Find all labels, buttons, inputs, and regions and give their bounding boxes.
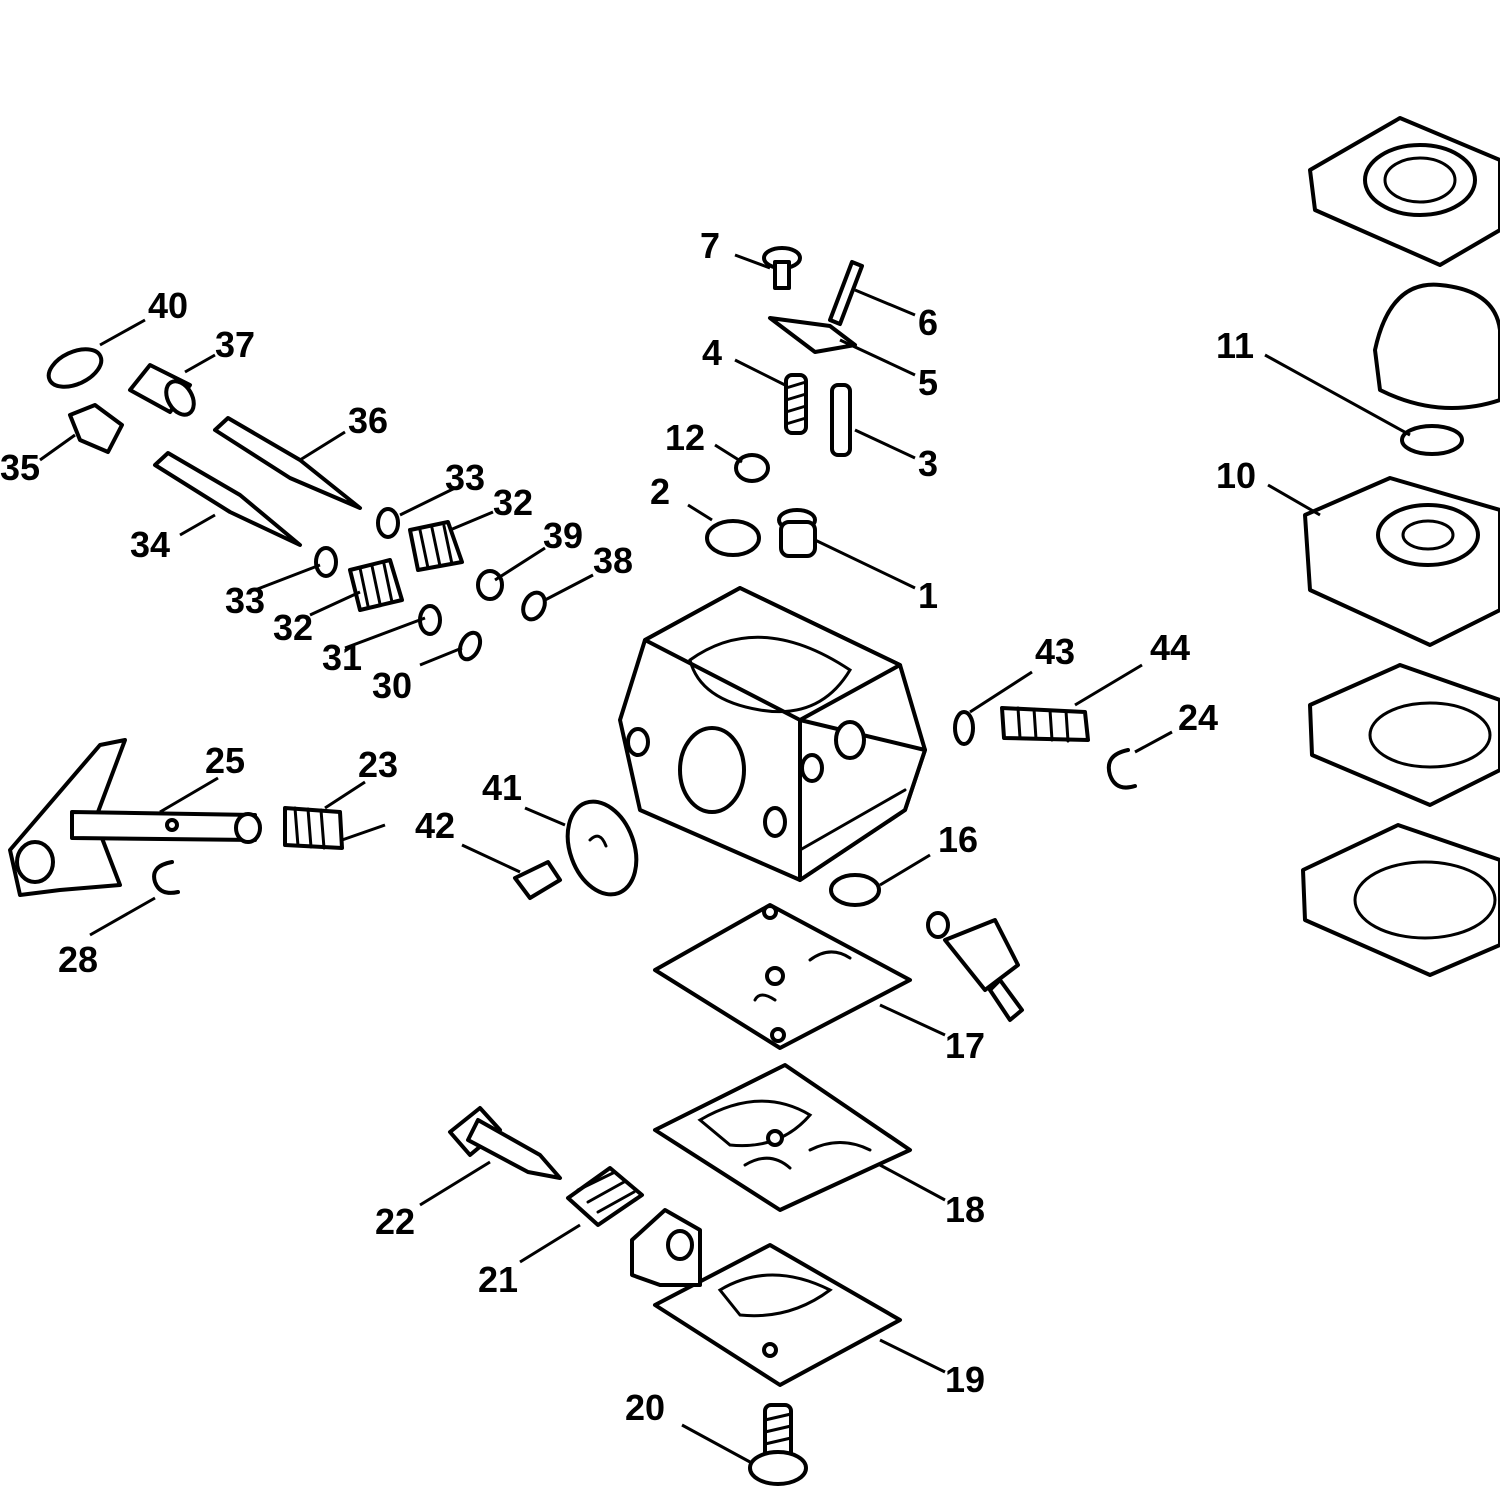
pump-diaphragm	[1308, 663, 1500, 807]
lever-5	[768, 316, 857, 354]
throttle-shaft-25	[70, 810, 262, 844]
callout-44: 44	[1150, 627, 1190, 668]
callout-17: 17	[945, 1025, 985, 1066]
spring-23	[283, 806, 386, 850]
callout-39: 39	[543, 515, 583, 556]
pump-cover	[1308, 116, 1500, 267]
cap-37	[128, 363, 196, 417]
plug-12	[734, 453, 770, 483]
inlet-needle-3	[830, 383, 852, 457]
callout-37: 37	[215, 324, 255, 365]
spring-44	[1000, 706, 1090, 743]
o-ring-38	[521, 590, 547, 622]
callout-22: 22	[375, 1201, 415, 1242]
callout-25: 25	[205, 740, 245, 781]
callout-30: 30	[372, 665, 412, 706]
callout-6: 6	[918, 302, 938, 343]
callout-38: 38	[593, 540, 633, 581]
callout-18: 18	[945, 1189, 985, 1230]
callout-35: 35	[0, 447, 40, 488]
screw-7	[762, 246, 802, 290]
washer-33a	[376, 507, 400, 539]
callout-12: 12	[665, 417, 705, 458]
o-ring-30	[457, 630, 483, 662]
adjusting-screw-36	[213, 416, 362, 510]
retainer-24	[1106, 748, 1137, 790]
callout-19: 19	[945, 1359, 985, 1400]
callout-32a: 32	[493, 482, 533, 523]
retainer-28	[152, 860, 180, 895]
fuel-fitting	[926, 911, 1024, 1022]
pin-6	[828, 260, 864, 326]
callout-11: 11	[1216, 325, 1254, 366]
spring-32b	[348, 558, 404, 612]
metering-diaphragm-18	[653, 1063, 912, 1212]
gasket-17	[653, 903, 912, 1050]
callout-21: 21	[478, 1259, 518, 1300]
metering-cover-19	[630, 1208, 902, 1387]
callout-10: 10	[1216, 455, 1256, 496]
callout-labels: 7 6 5 4 3 12 2 1 11 10 40 37 35 36 34 33…	[0, 225, 1256, 1428]
callout-1: 1	[918, 575, 938, 616]
callout-33a: 33	[445, 457, 485, 498]
screw-42	[513, 860, 562, 900]
callout-16: 16	[938, 819, 978, 860]
callout-4: 4	[702, 332, 722, 373]
screw-20	[748, 1403, 808, 1486]
strainer-16	[829, 873, 881, 907]
callout-20: 20	[625, 1387, 665, 1428]
callout-7: 7	[700, 225, 720, 266]
callout-24: 24	[1178, 697, 1218, 738]
pump-gasket	[1301, 823, 1500, 977]
primer-bulb	[1373, 282, 1500, 410]
callout-34: 34	[130, 524, 170, 565]
valve-disc	[1400, 424, 1464, 456]
ring-43	[953, 710, 975, 746]
pump-housing	[1303, 476, 1500, 647]
washer-39	[476, 569, 504, 601]
callout-43: 43	[1035, 631, 1075, 672]
callout-23: 23	[358, 744, 398, 785]
callout-42: 42	[415, 805, 455, 846]
choke-disc-41	[565, 799, 639, 897]
washer-33b	[314, 546, 338, 578]
plug-2	[705, 519, 761, 557]
callout-31: 31	[322, 637, 362, 678]
callout-33b: 33	[225, 580, 265, 621]
callout-40: 40	[148, 285, 188, 326]
callout-5: 5	[918, 362, 938, 403]
valve-1	[777, 508, 817, 558]
callout-32b: 32	[273, 607, 313, 648]
idle-screw-22	[448, 1106, 562, 1180]
callout-36: 36	[348, 400, 388, 441]
spring-32a	[408, 520, 464, 572]
spring-21	[566, 1166, 644, 1227]
callout-3: 3	[918, 443, 938, 484]
leader-lines	[39, 253, 1411, 1464]
o-ring-40	[46, 347, 104, 389]
adjusting-screw-34	[153, 451, 302, 547]
callout-28: 28	[58, 939, 98, 980]
carburetor-body	[618, 586, 927, 882]
cap-35	[68, 403, 124, 454]
spring-4	[784, 373, 808, 435]
callout-41: 41	[482, 767, 522, 808]
callout-2: 2	[650, 471, 670, 512]
throttle-lever	[8, 738, 127, 897]
